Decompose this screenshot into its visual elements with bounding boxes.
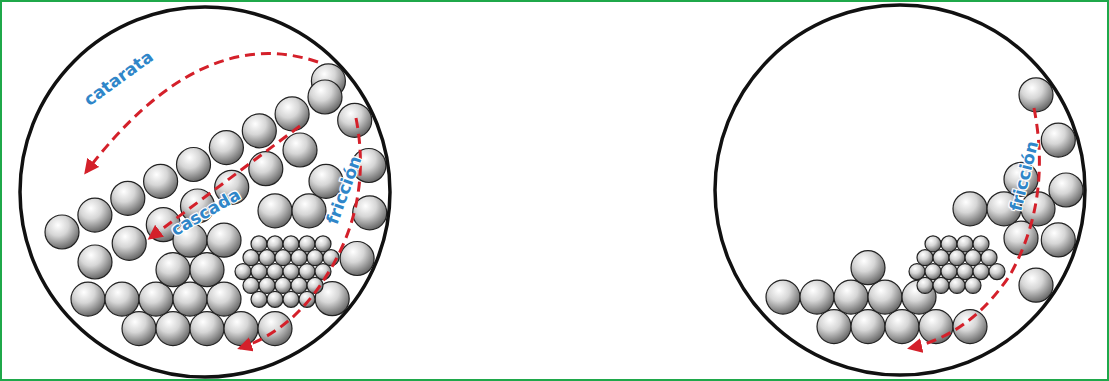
friction-arrow-left bbox=[240, 118, 360, 348]
grinding-ball bbox=[258, 312, 292, 346]
grinding-ball bbox=[868, 280, 902, 314]
grinding-ball bbox=[919, 310, 953, 344]
grinding-ball bbox=[251, 291, 267, 307]
friction-arrow-right bbox=[910, 108, 1039, 348]
grinding-ball bbox=[190, 312, 224, 346]
grinding-ball bbox=[834, 280, 868, 314]
grinding-ball bbox=[207, 282, 241, 316]
grinding-ball bbox=[308, 80, 342, 114]
grinding-ball bbox=[851, 251, 885, 285]
balls-group bbox=[45, 64, 1083, 346]
grinding-ball bbox=[156, 312, 190, 346]
grinding-ball bbox=[949, 277, 965, 293]
grinding-ball bbox=[323, 250, 339, 266]
grinding-ball bbox=[338, 103, 372, 137]
grinding-ball bbox=[267, 291, 283, 307]
grinding-ball bbox=[275, 250, 291, 266]
grinding-ball bbox=[283, 133, 317, 167]
grinding-ball bbox=[949, 250, 965, 266]
grinding-ball bbox=[1019, 268, 1053, 302]
grinding-ball bbox=[933, 277, 949, 293]
grinding-ball bbox=[917, 277, 933, 293]
grinding-ball bbox=[275, 97, 309, 131]
grinding-ball bbox=[139, 282, 173, 316]
motion-label: catarata bbox=[80, 46, 157, 110]
grinding-ball bbox=[1041, 123, 1075, 157]
grinding-ball bbox=[190, 253, 224, 287]
grinding-ball bbox=[291, 250, 307, 266]
grinding-ball bbox=[800, 280, 834, 314]
grinding-ball bbox=[965, 250, 981, 266]
grinding-ball bbox=[156, 253, 190, 287]
grinding-ball bbox=[299, 291, 315, 307]
grinding-ball bbox=[112, 226, 146, 260]
grinding-ball bbox=[249, 152, 283, 186]
grinding-ball bbox=[766, 280, 800, 314]
grinding-ball bbox=[224, 312, 258, 346]
grinding-ball bbox=[953, 192, 987, 226]
grinding-ball bbox=[933, 250, 949, 266]
grinding-ball bbox=[122, 312, 156, 346]
grinding-ball bbox=[71, 282, 105, 316]
grinding-ball bbox=[45, 215, 79, 249]
grinding-ball bbox=[243, 277, 259, 293]
grinding-ball bbox=[105, 282, 139, 316]
grinding-ball bbox=[78, 245, 112, 279]
grinding-ball bbox=[207, 223, 241, 257]
grinding-ball bbox=[258, 194, 292, 228]
grinding-ball bbox=[259, 250, 275, 266]
grinding-ball bbox=[177, 148, 211, 182]
grinding-ball bbox=[851, 310, 885, 344]
grinding-ball bbox=[965, 277, 981, 293]
grinding-ball bbox=[340, 242, 374, 276]
grinding-ball bbox=[917, 250, 933, 266]
grinding-ball bbox=[989, 264, 1005, 280]
grinding-ball bbox=[885, 310, 919, 344]
grinding-ball bbox=[144, 164, 178, 198]
grinding-ball bbox=[1041, 223, 1075, 257]
grinding-ball bbox=[78, 198, 112, 232]
grinding-ball bbox=[283, 291, 299, 307]
grinding-ball bbox=[243, 250, 259, 266]
grinding-ball bbox=[173, 282, 207, 316]
grinding-ball bbox=[1019, 78, 1053, 112]
mill-shell-right bbox=[715, 5, 1085, 375]
grinding-ball bbox=[275, 277, 291, 293]
mill-shell-left bbox=[20, 7, 390, 377]
grinding-ball bbox=[111, 181, 145, 215]
grinding-ball bbox=[209, 131, 243, 165]
grinding-ball bbox=[242, 114, 276, 148]
grinding-ball bbox=[817, 310, 851, 344]
grinding-ball bbox=[291, 277, 307, 293]
grinding-ball bbox=[981, 250, 997, 266]
grinding-ball bbox=[259, 277, 275, 293]
grinding-ball bbox=[292, 194, 326, 228]
grinding-ball bbox=[307, 250, 323, 266]
